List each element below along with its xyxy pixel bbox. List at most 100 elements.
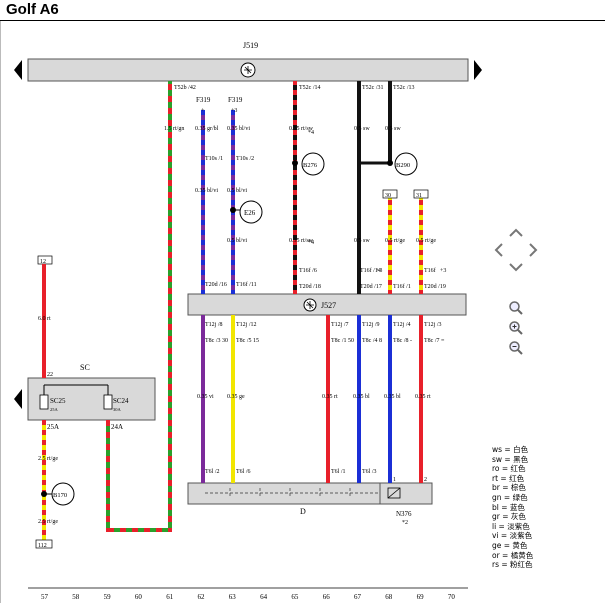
wire-68-lower — [388, 315, 392, 483]
svg-text:+3: +3 — [231, 108, 237, 114]
svg-text:T8c /5 15: T8c /5 15 — [236, 338, 259, 344]
legend-item: br = 棕色 — [492, 483, 526, 493]
legend-item: rt = 红色 — [492, 473, 525, 483]
svg-text:0.35 bl: 0.35 bl — [353, 394, 370, 400]
wire-61-bottom — [106, 528, 172, 532]
pan-control[interactable] — [492, 226, 540, 274]
sc-label: SC — [80, 363, 90, 372]
svg-text:24A: 24A — [111, 423, 123, 431]
j527-label: J527 — [321, 301, 336, 310]
svg-text:T12j /3: T12j /3 — [424, 322, 442, 328]
svg-text:0.5 rt/ge: 0.5 rt/ge — [416, 238, 436, 244]
svg-text:+3: +3 — [440, 268, 446, 274]
svg-text:0.5 sw: 0.5 sw — [354, 126, 370, 132]
zoom-out-icon[interactable] — [508, 340, 524, 356]
svg-text:31: 31 — [416, 193, 422, 199]
svg-text:T8c /1 50: T8c /1 50 — [331, 338, 354, 344]
svg-text:B170: B170 — [53, 492, 67, 499]
svg-text:25A: 25A — [47, 423, 59, 431]
svg-text:25A: 25A — [50, 407, 59, 412]
legend-item: ws = 白色 — [492, 445, 529, 454]
wire-65 — [293, 81, 297, 294]
axis-label: 62 — [198, 593, 206, 601]
svg-text:E26: E26 — [244, 209, 256, 217]
legend-item: or = 橘黄色 — [492, 550, 534, 560]
svg-text:0.35 gr/bl: 0.35 gr/bl — [195, 126, 219, 132]
svg-text:SC25: SC25 — [50, 397, 66, 405]
legend-item: ge = 黄色 — [492, 540, 528, 550]
svg-text:0.5 bl/vi: 0.5 bl/vi — [227, 238, 247, 244]
wire-57-lower — [42, 420, 46, 540]
axis-label: 67 — [354, 593, 362, 601]
svg-text:0.35 bl/vi: 0.35 bl/vi — [227, 126, 250, 132]
page-title: Golf A6 — [6, 1, 59, 18]
zoom-icon[interactable] — [508, 300, 524, 316]
svg-text:30: 30 — [385, 193, 391, 199]
b290-component — [394, 152, 418, 176]
n376-label: N376 — [396, 510, 412, 518]
svg-text:T12j /9: T12j /9 — [362, 322, 380, 328]
svg-text:0.5 rt/ge: 0.5 rt/ge — [385, 238, 405, 244]
svg-text:2: 2 — [424, 477, 427, 483]
pan-down-icon — [509, 263, 523, 272]
wire-62-lower — [201, 315, 205, 483]
legend-item: bl = 蓝色 — [492, 502, 525, 512]
wire-67 — [357, 81, 361, 294]
wire-59 — [106, 420, 110, 532]
svg-text:T52c /14: T52c /14 — [299, 85, 321, 91]
axis-label: 65 — [291, 593, 299, 601]
wire-62 — [201, 110, 205, 294]
axis-label: 66 — [323, 593, 331, 601]
axis-label: 64 — [260, 593, 268, 601]
svg-text:*4: *4 — [308, 240, 314, 246]
svg-text:T16f /14: T16f /14 — [360, 267, 381, 274]
svg-text:T20d /16: T20d /16 — [205, 282, 227, 288]
legend-item: li = 淡紫色 — [492, 521, 530, 531]
axis-label: 59 — [104, 593, 112, 601]
wire-68 — [388, 198, 392, 294]
pan-left-icon — [494, 243, 503, 257]
pan-right-icon — [529, 243, 538, 257]
zoom-in-icon[interactable] — [508, 320, 524, 336]
legend-item: rs = 粉红色 — [492, 560, 533, 570]
svg-text:T52b /42: T52b /42 — [174, 85, 196, 91]
svg-text:B276: B276 — [303, 162, 318, 169]
svg-text:F319: F319 — [196, 96, 211, 104]
svg-text:T8c /3 30: T8c /3 30 — [205, 338, 228, 344]
svg-text:T8c /7 =: T8c /7 = — [424, 338, 445, 344]
svg-text:T12j /8: T12j /8 — [205, 322, 223, 328]
wire-68-upper — [388, 81, 392, 165]
svg-text:*2: *2 — [402, 520, 408, 526]
svg-text:T16f: T16f — [424, 267, 436, 274]
wire-63 — [231, 110, 235, 294]
wire-66-lower — [326, 315, 330, 483]
wire-57 — [42, 264, 46, 378]
fuse-sc25 — [39, 394, 49, 410]
axis-label: 58 — [72, 593, 80, 601]
sc-left-arrow — [14, 389, 22, 409]
e26-component — [239, 200, 263, 224]
svg-text:22: 22 — [47, 372, 53, 378]
wire-63-lower — [231, 315, 235, 483]
svg-text:0.35 bl: 0.35 bl — [384, 394, 401, 400]
svg-text:+: + — [201, 108, 205, 114]
svg-text:B290: B290 — [396, 162, 410, 169]
svg-text:112: 112 — [38, 543, 47, 549]
svg-text:T20d /19: T20d /19 — [424, 284, 446, 290]
svg-text:F319: F319 — [228, 96, 243, 104]
svg-text:0.35 rt/sw: 0.35 rt/sw — [289, 126, 314, 132]
axis-label: 61 — [166, 593, 174, 601]
svg-text:0.5 sw: 0.5 sw — [385, 126, 401, 132]
legend-item: sw = 黑色 — [492, 454, 529, 464]
svg-text:1: 1 — [393, 477, 396, 483]
legend-item: gn = 绿色 — [492, 492, 528, 502]
svg-text:T20d /17: T20d /17 — [360, 284, 382, 290]
svg-text:0.5 sw: 0.5 sw — [354, 238, 370, 244]
svg-text:T6l /1: T6l /1 — [331, 469, 346, 475]
svg-text:T10s /1: T10s /1 — [205, 156, 223, 162]
title-divider — [0, 20, 605, 21]
legend-item: gr = 灰色 — [492, 512, 526, 522]
svg-text:T12j /12: T12j /12 — [236, 322, 257, 328]
